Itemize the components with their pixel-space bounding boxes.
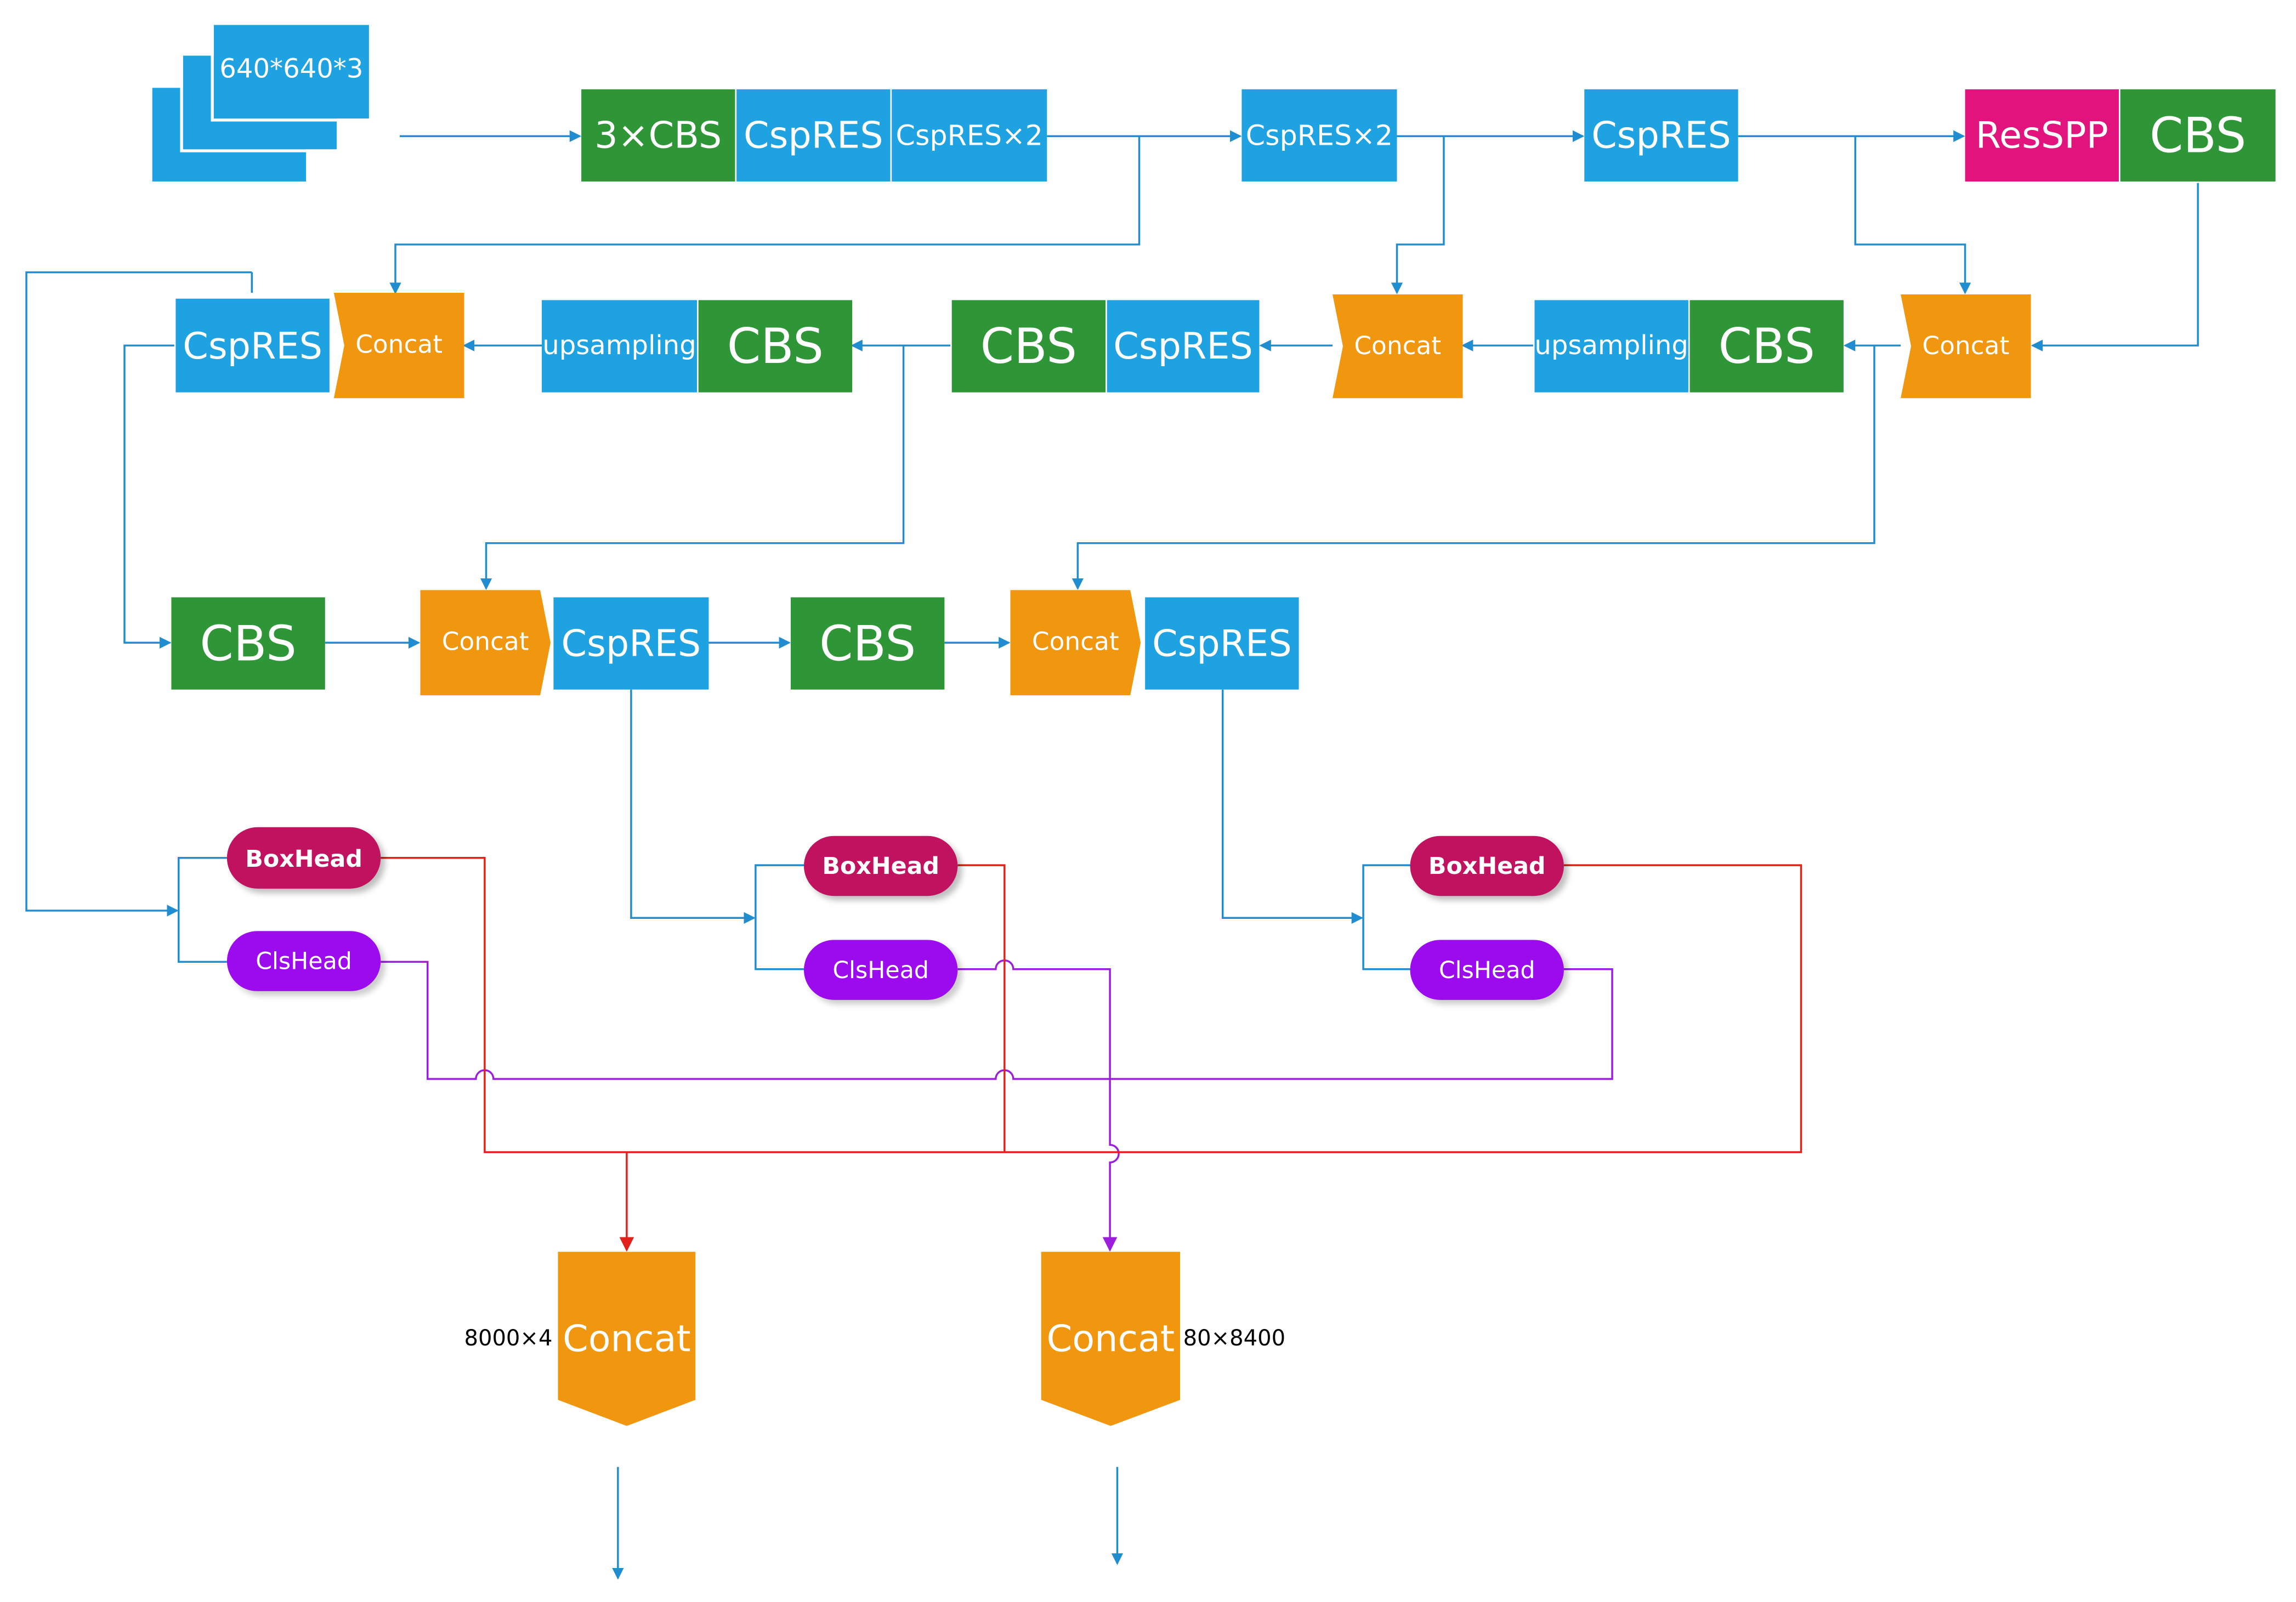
wire-branch-to-concat-right [1854,136,1971,294]
wire-branch-to-concat-left [389,136,1141,294]
wire-clshead2 [957,959,1120,1252]
wire-boxhead2 [957,864,1006,1152]
concat-block: Concat [333,293,464,399]
head3-bracket [1362,864,1410,970]
wire-lateral-to-concat-a [480,345,905,590]
cbs-block: CBS [171,597,325,690]
concat-cls-output: Concat [1041,1252,1181,1426]
concat-block: Concat [420,590,551,696]
wire-cspres-b-to-head3 [1221,689,1364,924]
input-image: 640*640*3 [211,22,372,122]
cspres-block: CspRES [175,298,330,393]
wire-clshead1 [381,961,1613,1080]
concat-block: Concat [1332,294,1463,399]
cspres-block: CspRES [1107,300,1260,393]
cbs-block: CBS [2120,89,2276,182]
cspres-x2-block: CspRES×2 [1241,89,1397,182]
cbs-block: CBS [1690,300,1844,393]
boxhead-3: BoxHead [1410,836,1564,896]
clshead-1: ClsHead [226,931,381,991]
concat-block: Concat [1901,294,2031,399]
boxhead-1: BoxHead [226,827,381,889]
head1-bracket [178,857,227,963]
cspres-block: CspRES [1584,89,1738,182]
cbs-block: CBS [698,300,853,393]
wire-cspres-left-to-head1 [25,271,253,911]
wire-cbs-to-concat-right [2031,183,2199,351]
upsampling-block: upsampling [542,300,698,393]
cspres-block: CspRES [736,89,891,182]
cspres-block: CspRES [553,597,709,690]
resspp-block: ResSPP [1965,89,2119,182]
wire-lateral-to-concat-b [1072,345,1875,590]
clshead-2: ClsHead [803,940,958,1000]
clshead-3: ClsHead [1410,940,1564,1000]
cbs-block: CBS [951,300,1106,393]
cspres-block: CspRES [1145,597,1299,690]
wire-cspres-left-to-cbs [123,344,174,649]
boxhead-2: BoxHead [803,836,958,896]
concat-block: Concat [1010,590,1141,696]
concat-box-output: Concat [558,1252,696,1426]
wire-branch-to-concat-mid [1391,136,1445,294]
wire-cspres-a-to-head2 [630,689,756,924]
cbs-block: CBS [790,597,945,690]
upsampling-block: upsampling [1534,300,1688,393]
box-output-dims: 8000×4 [464,1325,553,1351]
cls-output-dims: 80×8400 [1183,1325,1286,1351]
cspres-x2-block: CspRES×2 [892,89,1047,182]
cbs3-block: 3×CBS [581,89,735,182]
wire-boxhead1 [381,857,1802,1154]
head2-bracket [755,864,804,970]
